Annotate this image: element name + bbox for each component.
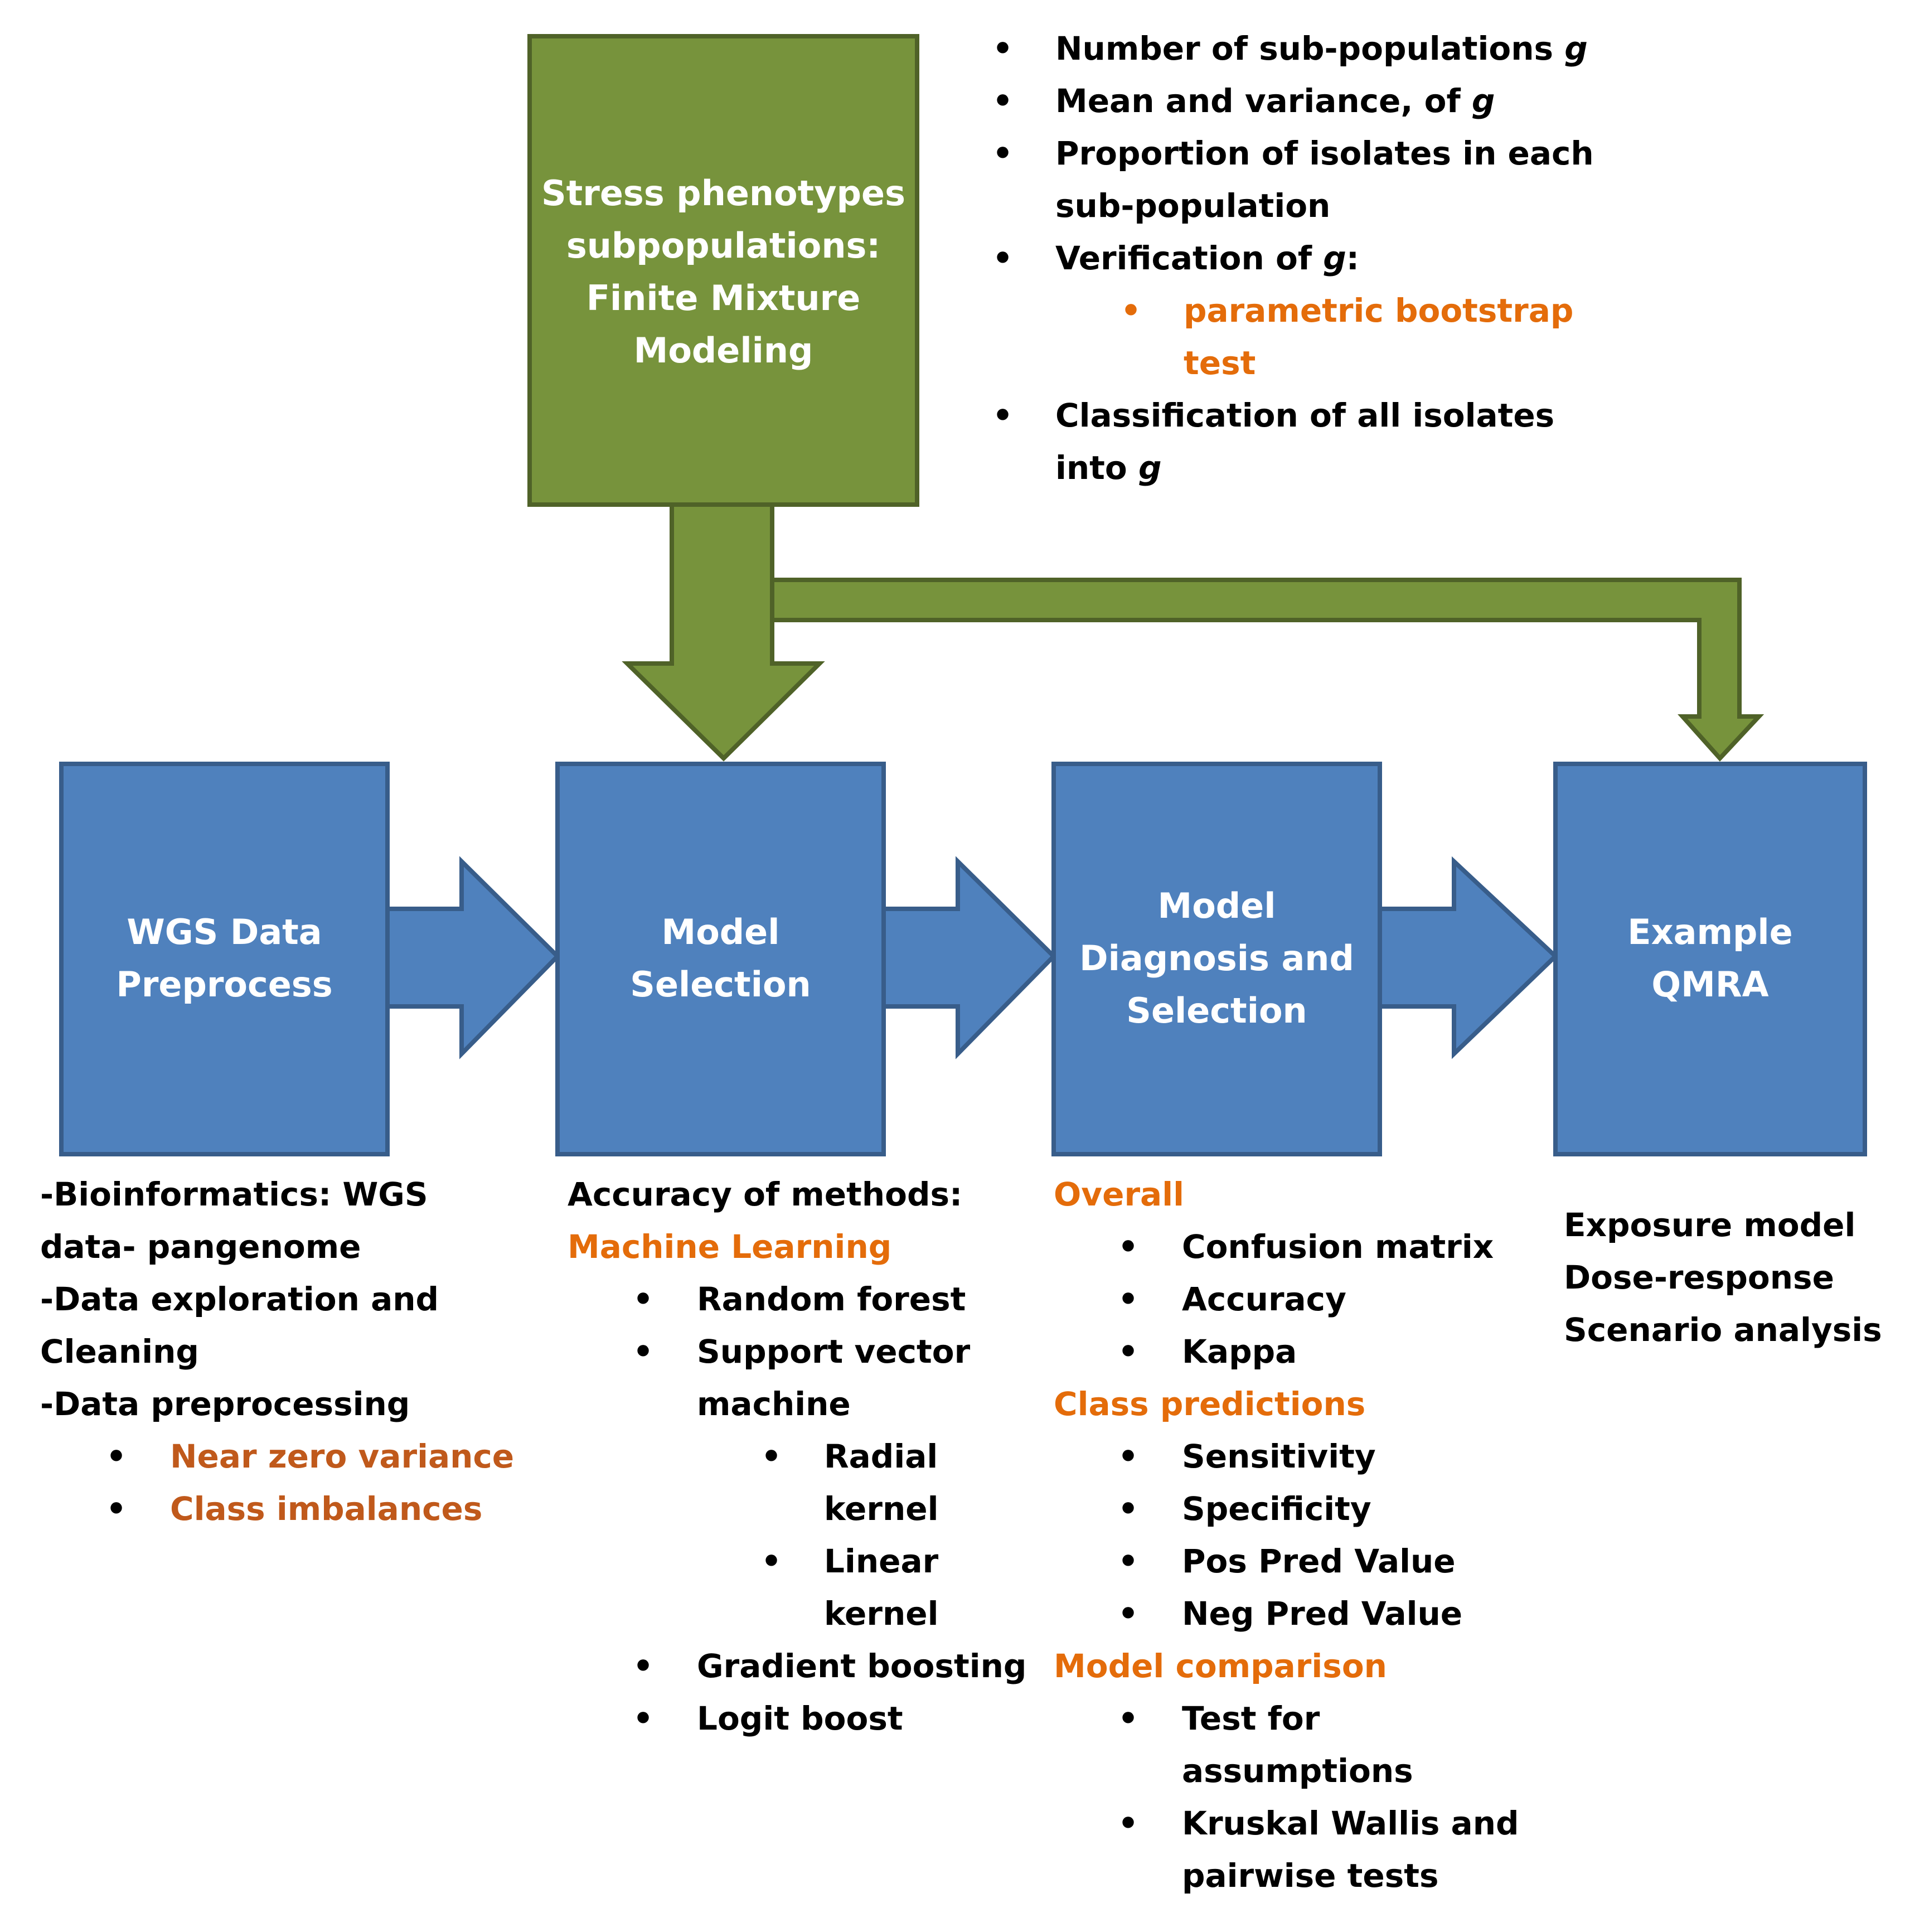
qmra-box-label: Example QMRA: [1627, 912, 1793, 1005]
note-bullet-cont: machine: [697, 1385, 851, 1423]
note-line: Scenario analysis: [1564, 1311, 1882, 1349]
list-subitem: parametric bootstrap: [1184, 292, 1574, 330]
note-bullet: Kappa: [1182, 1333, 1297, 1371]
note-bullet: Gradient boosting: [697, 1647, 1027, 1685]
fmm-label-line: Modeling: [633, 330, 813, 371]
fmm-label-line: Finite Mixture: [586, 278, 861, 318]
note-line: -Data preprocessing: [40, 1385, 410, 1423]
fmm-box-label: Stress phenotypes subpopulations: Finite…: [530, 167, 917, 377]
note-bullet: Neg Pred Value: [1182, 1595, 1463, 1633]
arrow-wgs-to-selection: [385, 856, 561, 1059]
diagnosis-box-label: Model Diagnosis and Selection: [1079, 885, 1354, 1031]
diagnosis-box: [1051, 762, 1382, 1156]
fmm-down-arrow: [622, 502, 825, 762]
note-line: Dose-response: [1564, 1258, 1834, 1296]
note-subbullet: Radial: [824, 1437, 938, 1475]
note-bullet: Accuracy: [1182, 1280, 1346, 1318]
note-subheading: Overall: [1054, 1175, 1184, 1213]
fmm-label-line: subpopulations:: [566, 225, 881, 266]
note-line: Exposure model: [1564, 1206, 1856, 1244]
list-subitem-cont: test: [1184, 344, 1256, 382]
qmra-box: [1553, 762, 1867, 1156]
note-subheading: Class predictions: [1054, 1385, 1366, 1423]
note-bullet: Near zero variance: [170, 1437, 515, 1475]
list-item: Classification of all isolates: [1055, 396, 1555, 434]
list-item: Mean and variance, of g: [1055, 82, 1495, 120]
note-heading: Accuracy of methods:: [568, 1175, 963, 1213]
wgs-box-label: WGS Data Preprocess: [116, 912, 333, 1005]
note-line: data- pangenome: [40, 1228, 361, 1266]
fmm-qmra-connector: [770, 578, 1765, 762]
wgs-box: [59, 762, 390, 1156]
note-bullet: Kruskal Wallis and: [1182, 1804, 1519, 1842]
note-bullet: Confusion matrix: [1182, 1228, 1494, 1266]
note-subbullet: Linear: [824, 1542, 939, 1580]
note-bullet: Support vector: [697, 1333, 971, 1371]
arrow-selection-to-diagnosis: [881, 856, 1057, 1059]
fmm-label-line: Stress phenotypes: [541, 173, 905, 214]
note-bullet: Pos Pred Value: [1182, 1542, 1456, 1580]
note-subheading: Model comparison: [1054, 1647, 1387, 1685]
note-bullet: Sensitivity: [1182, 1437, 1376, 1475]
note-bullet: Test for: [1182, 1699, 1320, 1737]
note-subbullet-cont: kernel: [824, 1490, 939, 1528]
list-item-cont: sub-population: [1055, 187, 1331, 225]
list-item: Proportion of isolates in each: [1055, 134, 1594, 172]
note-subbullet-cont: kernel: [824, 1595, 939, 1633]
note-subheading: Machine Learning: [568, 1228, 892, 1266]
note-bullet: Class imbalances: [170, 1490, 483, 1528]
note-line: -Bioinformatics: WGS: [40, 1175, 428, 1213]
note-bullet-cont: assumptions: [1182, 1752, 1413, 1790]
list-item: Verification of g:: [1055, 239, 1359, 277]
model-selection-box: [555, 762, 886, 1156]
fmm-box: [527, 34, 919, 507]
note-line: Cleaning: [40, 1333, 199, 1371]
note-line: -Data exploration and: [40, 1280, 439, 1318]
model-selection-box-label: Model Selection: [630, 912, 811, 1005]
note-bullet: Logit boost: [697, 1699, 903, 1737]
note-bullet-cont: pairwise tests: [1182, 1857, 1439, 1895]
note-bullet: Specificity: [1182, 1490, 1371, 1528]
note-bullet: Random forest: [697, 1280, 966, 1318]
list-item: Number of sub-populations g: [1055, 30, 1588, 67]
arrow-diagnosis-to-qmra: [1378, 856, 1559, 1059]
list-item-cont: into g: [1055, 449, 1162, 487]
